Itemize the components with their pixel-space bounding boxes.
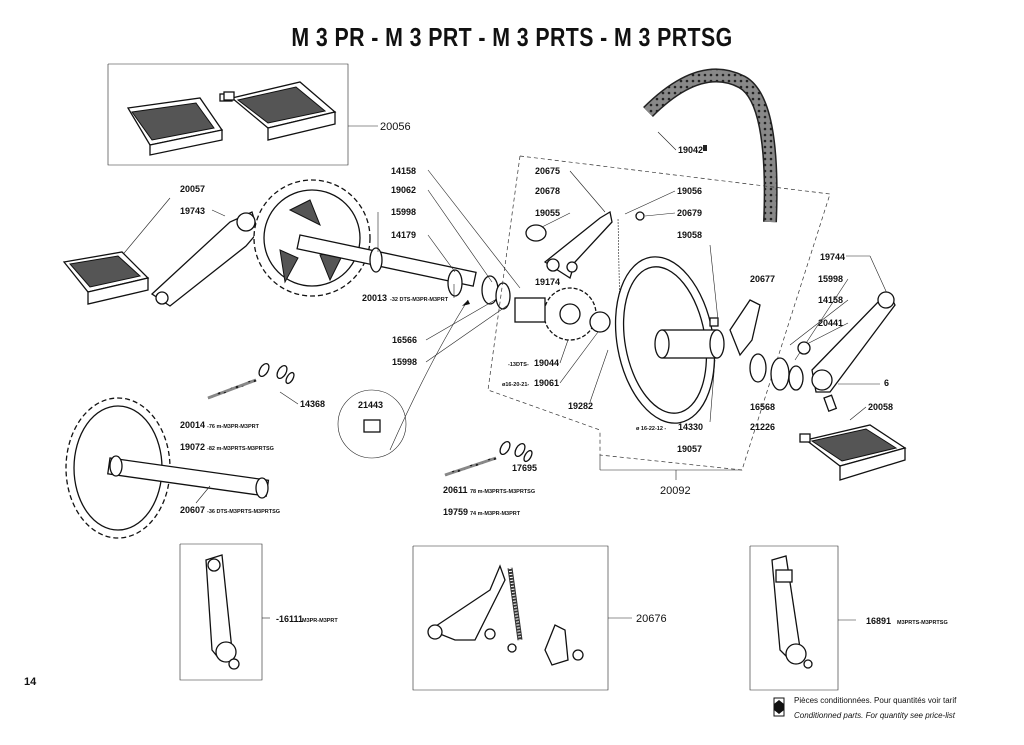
label-16568: 16568 bbox=[750, 402, 775, 412]
label-19055: 19055 bbox=[535, 208, 560, 218]
chain-belt: 19042 bbox=[643, 68, 778, 223]
label-20058: 20058 bbox=[868, 402, 893, 412]
pedal-icon bbox=[126, 93, 233, 156]
label-20679: 20679 bbox=[677, 208, 702, 218]
label-20611: 20611 bbox=[443, 485, 468, 495]
page-number: 14 bbox=[24, 676, 37, 688]
label-15998-b: 15998 bbox=[392, 357, 417, 367]
bottom-box-16111: -16111 M3PR-M3PRT bbox=[179, 543, 338, 681]
label-20675: 20675 bbox=[535, 166, 560, 176]
label-19743: 19743 bbox=[180, 206, 205, 216]
chain-links-b: 17695 20611 78 m-M3PRTS-M3PRTSG 19759 74… bbox=[443, 440, 537, 517]
small-part-21443: 21443 bbox=[337, 299, 470, 459]
label-19282: 19282 bbox=[568, 401, 593, 411]
label-16111: -16111 bbox=[276, 614, 303, 624]
pedal-icon bbox=[223, 81, 337, 141]
label-14330-note: ø 16-22-12 - bbox=[636, 426, 666, 432]
label-19044-note: -13DTS- bbox=[508, 362, 529, 368]
label-19061: 19061 bbox=[534, 378, 559, 388]
label-20441: 20441 bbox=[818, 318, 843, 328]
label-19057: 19057 bbox=[677, 444, 702, 454]
label-15998-a: 15998 bbox=[391, 207, 416, 217]
label-19759: 19759 bbox=[443, 507, 468, 517]
bottom-box-16891: 16891 M3PRTS-M3PRTSG bbox=[749, 545, 948, 691]
label-19056: 19056 bbox=[677, 186, 702, 196]
label-20611-note: 78 m-M3PRTS-M3PRTSG bbox=[470, 489, 535, 495]
label-20607: 20607 bbox=[180, 505, 205, 515]
label-20678: 20678 bbox=[535, 186, 560, 196]
label-20092: 20092 bbox=[660, 485, 691, 497]
label-16891-note: M3PRTS-M3PRTSG bbox=[897, 620, 948, 626]
right-crank-assembly: 19744 20677 15998 14158 20441 6 16568 21… bbox=[729, 252, 907, 481]
bottom-box-20676: 20676 bbox=[412, 545, 667, 691]
label-17695: 17695 bbox=[512, 463, 537, 473]
pedal-pair-box: 20056 bbox=[107, 63, 411, 166]
label-16111-note: M3PR-M3PRT bbox=[302, 618, 338, 624]
pedal-icon bbox=[799, 424, 907, 481]
label-19044: 19044 bbox=[534, 358, 559, 368]
label-16566: 16566 bbox=[392, 335, 417, 345]
pedal-icon bbox=[62, 251, 150, 305]
label-15998-c: 15998 bbox=[818, 274, 843, 284]
label-20014-note: -76 m-M3PR-M3PRT bbox=[207, 424, 260, 430]
label-19744: 19744 bbox=[820, 252, 845, 262]
label-20607-note: -36 DTS-M3PRTS-M3PRTSG bbox=[207, 509, 280, 515]
label-19072: 19072 bbox=[180, 442, 205, 452]
label-20056: 20056 bbox=[380, 121, 411, 133]
label-14179: 14179 bbox=[391, 230, 416, 240]
label-20676: 20676 bbox=[636, 613, 667, 625]
label-19072-note: -82 m-M3PRTS-M3PRTSG bbox=[207, 446, 274, 452]
rear-chainring-assembly: 20607 -36 DTS-M3PRTS-M3PRTSG bbox=[65, 397, 280, 539]
legend-en: Conditionned parts. For quantity see pri… bbox=[794, 711, 955, 720]
large-pulley: 19056 20679 19058 ø 16-22-12 - 14330 190… bbox=[599, 186, 742, 497]
label-19759-note: 74 m-M3PR-M3PRT bbox=[470, 511, 521, 517]
page-title: M 3 PR - M 3 PRT - M 3 PRTS - M 3 PRTSG bbox=[291, 22, 733, 52]
label-19062: 19062 bbox=[391, 185, 416, 195]
label-16891: 16891 bbox=[866, 616, 891, 626]
packaged-part-icon bbox=[773, 697, 785, 717]
label-19058: 19058 bbox=[677, 230, 702, 240]
label-21443: 21443 bbox=[358, 400, 383, 410]
label-6: 6 bbox=[884, 378, 889, 388]
label-20013-note: -32 DTS-M3PR-M3PRT bbox=[390, 297, 449, 303]
label-20057: 20057 bbox=[180, 184, 205, 194]
legend-fr: Pièces conditionnées. Pour quantités voi… bbox=[794, 696, 957, 705]
chain-links-a: 14368 20014 -76 m-M3PR-M3PRT 19072 -82 m… bbox=[180, 362, 325, 452]
label-14158-b: 14158 bbox=[818, 295, 843, 305]
label-20014: 20014 bbox=[180, 420, 205, 430]
label-21226: 21226 bbox=[750, 422, 775, 432]
front-chainring-assembly: 14158 19062 15998 14179 20013 -32 DTS-M3… bbox=[253, 166, 521, 367]
label-20013: 20013 bbox=[362, 293, 387, 303]
label-19174: 19174 bbox=[535, 277, 560, 287]
label-19042: 19042 bbox=[678, 145, 703, 155]
label-14368: 14368 bbox=[300, 399, 325, 409]
left-crank-assembly: 20057 19743 bbox=[62, 184, 259, 307]
label-14330: 14330 bbox=[678, 422, 703, 432]
label-14158-a: 14158 bbox=[391, 166, 416, 176]
label-19061-note: ø16-20-21- bbox=[502, 382, 529, 388]
label-20677: 20677 bbox=[750, 274, 775, 284]
